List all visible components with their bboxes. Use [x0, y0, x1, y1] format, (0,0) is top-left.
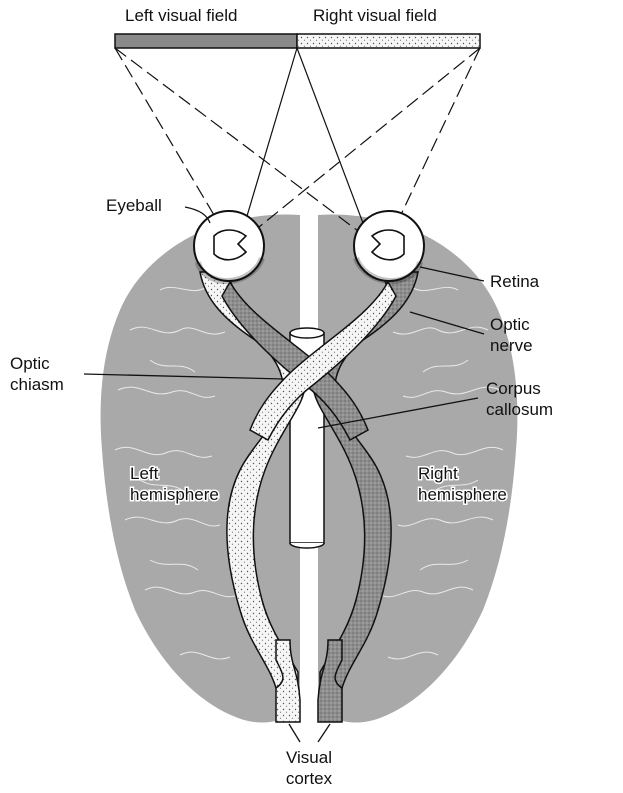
left-visual-field-label: Left visual field — [125, 6, 237, 25]
eyeball-label: Eyeball — [106, 196, 162, 215]
left-hemisphere-label-line2: hemisphere — [130, 485, 219, 504]
visual-field-bar — [115, 34, 480, 48]
right-eyeball — [354, 211, 424, 281]
visual-cortex-pointer-right — [318, 724, 330, 742]
optic-nerve-label-line2: nerve — [490, 336, 533, 355]
right-visual-field-bar — [297, 34, 480, 48]
retina-label: Retina — [490, 272, 540, 291]
left-visual-field-bar — [115, 34, 297, 48]
optic-chiasm-label-line2: chiasm — [10, 375, 64, 394]
corpus-callosum-label-line2: callosum — [486, 400, 553, 419]
visual-cortex-label-line1: Visual — [286, 748, 332, 767]
right-hemisphere-label-line1: Right — [418, 464, 458, 483]
left-eyeball — [194, 211, 264, 281]
optic-nerve-label-line1: Optic — [490, 315, 530, 334]
corpus-callosum-label-line1: Corpus — [486, 379, 541, 398]
right-hemisphere-label-line2: hemisphere — [418, 485, 507, 504]
left-hemisphere-label-line1: Left — [130, 464, 159, 483]
optic-chiasm-label-line1: Optic — [10, 354, 50, 373]
visual-cortex-label-line2: cortex — [286, 769, 333, 788]
visual-cortex-pointer-left — [289, 724, 300, 742]
right-visual-field-label: Right visual field — [313, 6, 437, 25]
